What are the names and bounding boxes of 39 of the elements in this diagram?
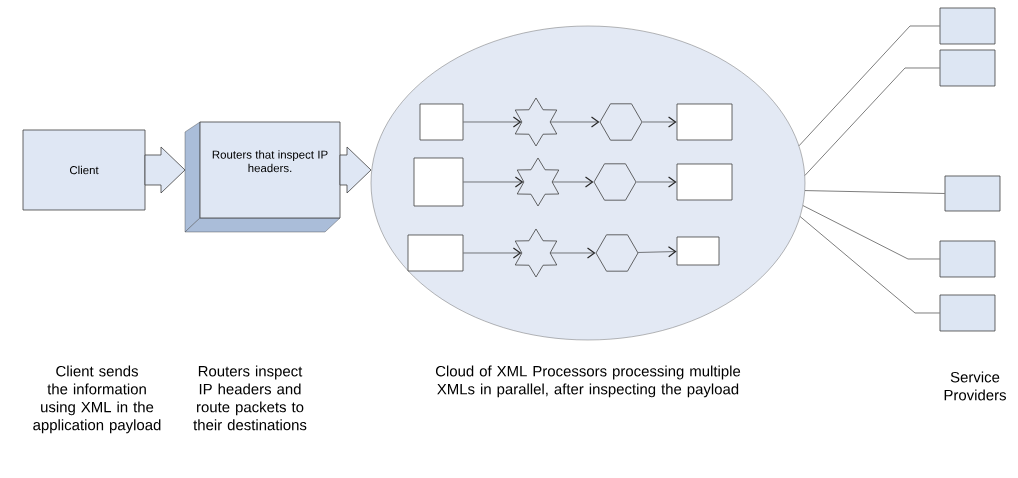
connector-line	[798, 25, 940, 147]
process-box	[676, 236, 720, 266]
arrow	[552, 176, 594, 188]
service-provider-box	[939, 240, 996, 278]
connector-line	[799, 216, 940, 314]
block-arrow	[339, 146, 372, 194]
star-shape	[514, 97, 558, 147]
star-shape	[514, 228, 558, 278]
caption-text: Service Providers	[944, 371, 1006, 401]
arrow	[463, 247, 522, 259]
service-provider-box	[939, 7, 996, 45]
arrow	[636, 176, 677, 188]
arrow	[463, 176, 524, 188]
client-box: Client	[22, 129, 146, 211]
star-shape	[516, 157, 560, 207]
router-box: Routers that inspect IP headers.	[184, 121, 341, 233]
caption-text: Cloud of XML Processors processing multiple XMLs in parallel, after inspecting the payload	[435, 365, 741, 398]
service-provider-box	[944, 175, 1001, 212]
block-arrow	[144, 146, 186, 194]
caption-text: Routers inspect IP headers and route packets to their destinations	[193, 365, 307, 431]
process-box	[413, 157, 464, 207]
arrow	[550, 116, 600, 128]
service-provider-box	[939, 294, 996, 332]
arrow	[550, 247, 596, 259]
hexagon-shape	[599, 103, 643, 141]
process-box	[419, 103, 464, 141]
caption-text: Client sends the information using XML in the application payload	[33, 365, 161, 434]
service-provider-box	[939, 49, 996, 87]
connector-line	[804, 190, 945, 194]
hexagon-shape	[593, 163, 637, 201]
arrow	[637, 246, 677, 258]
arrow	[463, 116, 522, 128]
hexagon-shape	[595, 234, 639, 272]
connector-line	[804, 67, 940, 176]
process-box	[407, 234, 464, 272]
process-box	[676, 163, 733, 201]
arrow	[642, 116, 677, 128]
connector-line	[802, 205, 940, 260]
process-box	[676, 103, 733, 141]
